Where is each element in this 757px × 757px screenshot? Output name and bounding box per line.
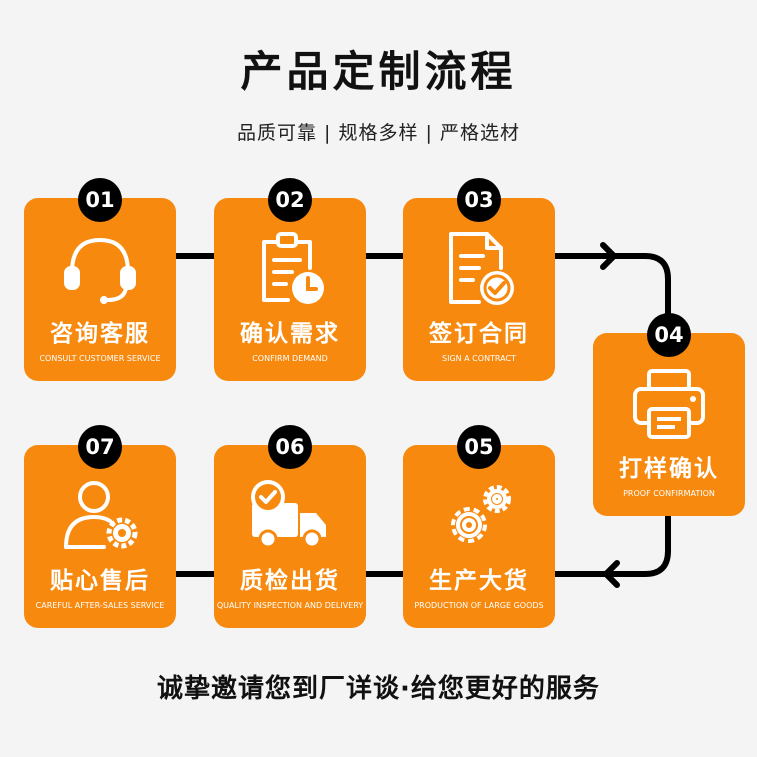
step-card-03: 03 签订合同 SIGN A CONTRACT [403, 178, 555, 381]
page-subtitle: 品质可靠 | 规格多样 | 严格选材 [237, 122, 520, 144]
step-title: 确认需求 [240, 321, 340, 347]
delivery-truck-icon [251, 480, 326, 549]
step-subtitle: CAREFUL AFTER-SALES SERVICE [35, 601, 165, 610]
step-card-02: 02 确认需求 CONFIRM DEMAND [214, 178, 366, 381]
step-card-07: 07 贴心售后 CAREFUL AFTER-SALES SERVICE [24, 425, 176, 628]
step-title: 咨询客服 [50, 321, 150, 347]
step-card-04: 04 打样确认 PROOF CONFIRMATION [593, 313, 745, 516]
step-number-badge: 02 [268, 178, 312, 222]
step-subtitle: CONFIRM DEMAND [252, 354, 328, 363]
step-card-06: 06 质检出货 QUALITY INSPECTION AND DELIVERY [214, 425, 366, 628]
step-title: 打样确认 [619, 456, 719, 482]
printer-icon [633, 369, 705, 439]
step-card-01: 01 咨询客服 CONSULT CUSTOMER SERVICE [24, 178, 176, 381]
step-number-badge: 06 [268, 425, 312, 469]
user-gear-icon [64, 481, 138, 549]
step-subtitle: CONSULT CUSTOMER SERVICE [39, 354, 161, 363]
clipboard-clock-icon [262, 232, 324, 304]
step-number-badge: 07 [78, 425, 122, 469]
step-number-badge: 04 [647, 313, 691, 357]
step-title: 生产大货 [429, 568, 529, 594]
step-card-05: 05 生产大货 PRODUCTION OF LARGE GOODS [403, 425, 555, 628]
step-title: 贴心售后 [50, 568, 150, 594]
step-subtitle: PRODUCTION OF LARGE GOODS [414, 601, 544, 610]
headset-icon [64, 237, 136, 304]
step-subtitle: PROOF CONFIRMATION [623, 489, 715, 498]
step-title: 签订合同 [429, 321, 529, 347]
gears-icon [451, 485, 511, 543]
step-number-badge: 03 [457, 178, 501, 222]
step-subtitle: QUALITY INSPECTION AND DELIVERY [216, 601, 364, 610]
footer-invitation: 诚挚邀请您到厂详谈·给您更好的服务 [157, 674, 600, 704]
step-number-badge: 01 [78, 178, 122, 222]
contract-check-icon [449, 232, 514, 305]
step-subtitle: SIGN A CONTRACT [442, 354, 516, 363]
step-title: 质检出货 [240, 568, 340, 594]
step-number-badge: 05 [457, 425, 501, 469]
page-title: 产品定制流程 [240, 47, 517, 96]
